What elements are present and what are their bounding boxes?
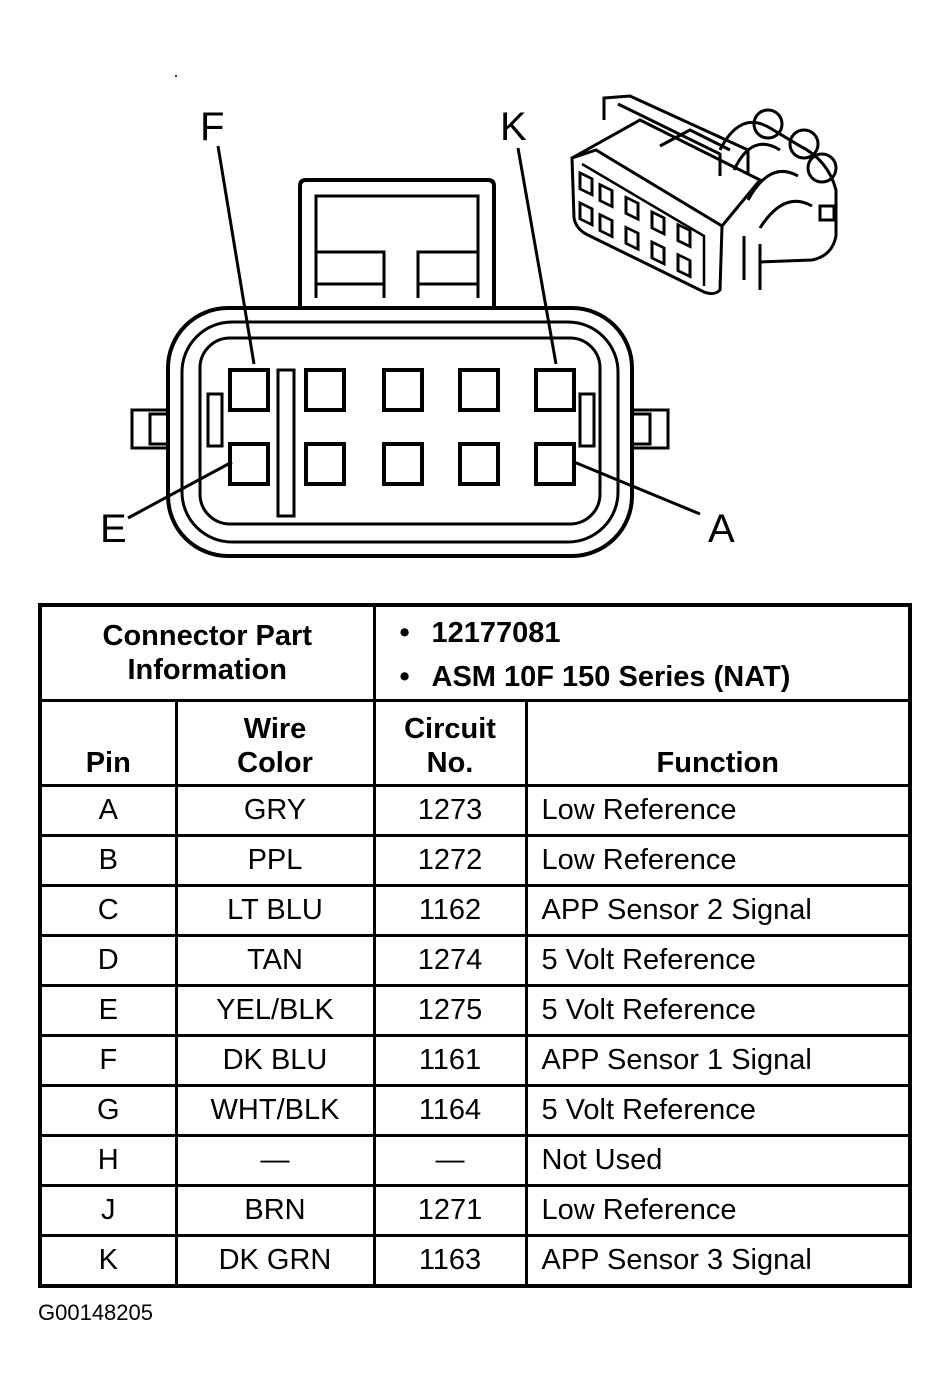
part-info-values: 12177081 ASM 10F 150 Series (NAT) [372,603,912,702]
cell-wire-color: YEL/BLK [174,984,376,1037]
cell-wire-color: DK GRN [174,1234,376,1288]
column-header-pin: Pin [38,699,178,787]
cell-pin: C [38,884,178,937]
cell-pin: D [38,934,178,987]
cell-circuit-no: 1274 [372,934,528,987]
cell-circuit-no: 1275 [372,984,528,1037]
cell-function: Not Used [524,1134,912,1187]
cell-wire-color: DK BLU [174,1034,376,1087]
connector-info-table: Connector Part Information 12177081 ASM … [38,603,912,1288]
cell-wire-color: TAN [174,934,376,987]
cell-circuit-no: 1161 [372,1034,528,1087]
figure-id: G00148205 [38,1300,153,1325]
cell-pin: J [38,1184,178,1237]
leader-lines [127,145,701,520]
pin-cavity [534,368,576,412]
pin-cavity [458,442,500,486]
cell-wire-color: — [174,1134,376,1187]
pin-cavity [304,368,346,412]
cell-pin: E [38,984,178,1037]
pin-cavity [382,368,424,412]
cell-circuit-no: 1271 [372,1184,528,1237]
pin-cavity [228,368,270,412]
pin-label-e: E [100,507,127,551]
cell-function: APP Sensor 3 Signal [524,1234,912,1288]
part-info-label: Connector Part Information [38,603,376,702]
column-header-circuit-no-text: Circuit No. [404,713,496,779]
pin-label-f: F [200,105,224,149]
cell-function: APP Sensor 1 Signal [524,1034,912,1087]
part-series: ASM 10F 150 Series (NAT) [400,655,909,699]
cell-pin: G [38,1084,178,1137]
part-number-list: 12177081 ASM 10F 150 Series (NAT) [376,607,909,699]
connector-face-view [130,178,670,558]
cell-function: Low Reference [524,834,912,887]
cell-wire-color: BRN [174,1184,376,1237]
cell-function: Low Reference [524,784,912,837]
column-header-wire-color-text: Wire Color [237,713,313,779]
cell-circuit-no: 1272 [372,834,528,887]
cell-circuit-no: 1162 [372,884,528,937]
part-info-row: Connector Part Information 12177081 ASM … [38,603,912,702]
pin-cavity [458,368,500,412]
pin-cavity [228,442,270,486]
cell-function: 5 Volt Reference [524,984,912,1037]
cell-wire-color: GRY [174,784,376,837]
pin-cavity [382,442,424,486]
cell-circuit-no: 1164 [372,1084,528,1137]
pin-cavity [304,442,346,486]
part-info-label-text: Connector Part Information [102,620,312,686]
pin-label-a: A [708,507,735,551]
column-header-row: Pin Wire Color Circuit No. Function [38,699,912,787]
column-header-function: Function [524,699,912,787]
cell-circuit-no: — [372,1134,528,1187]
cell-function: 5 Volt Reference [524,1084,912,1137]
cell-function: 5 Volt Reference [524,934,912,987]
cell-wire-color: WHT/BLK [174,1084,376,1137]
table-row: H——Not Used [38,1134,912,1187]
cell-circuit-no: 1273 [372,784,528,837]
cell-wire-color: PPL [174,834,376,887]
cell-circuit-no: 1163 [372,1234,528,1288]
cell-pin: B [38,834,178,887]
part-number: 12177081 [400,611,909,655]
column-header-wire-color: Wire Color [174,699,376,787]
pin-label-k: K [500,105,527,149]
connector-diagram: F K E A [100,75,838,558]
cell-pin: A [38,784,178,837]
cell-pin: K [38,1234,178,1288]
pin-cavity [534,442,576,486]
cell-function: Low Reference [524,1184,912,1237]
cell-function: APP Sensor 2 Signal [524,884,912,937]
cell-pin: F [38,1034,178,1087]
connector-isometric-view [570,94,838,296]
column-header-circuit-no: Circuit No. [372,699,528,787]
cell-pin: H [38,1134,178,1187]
cell-wire-color: LT BLU [174,884,376,937]
